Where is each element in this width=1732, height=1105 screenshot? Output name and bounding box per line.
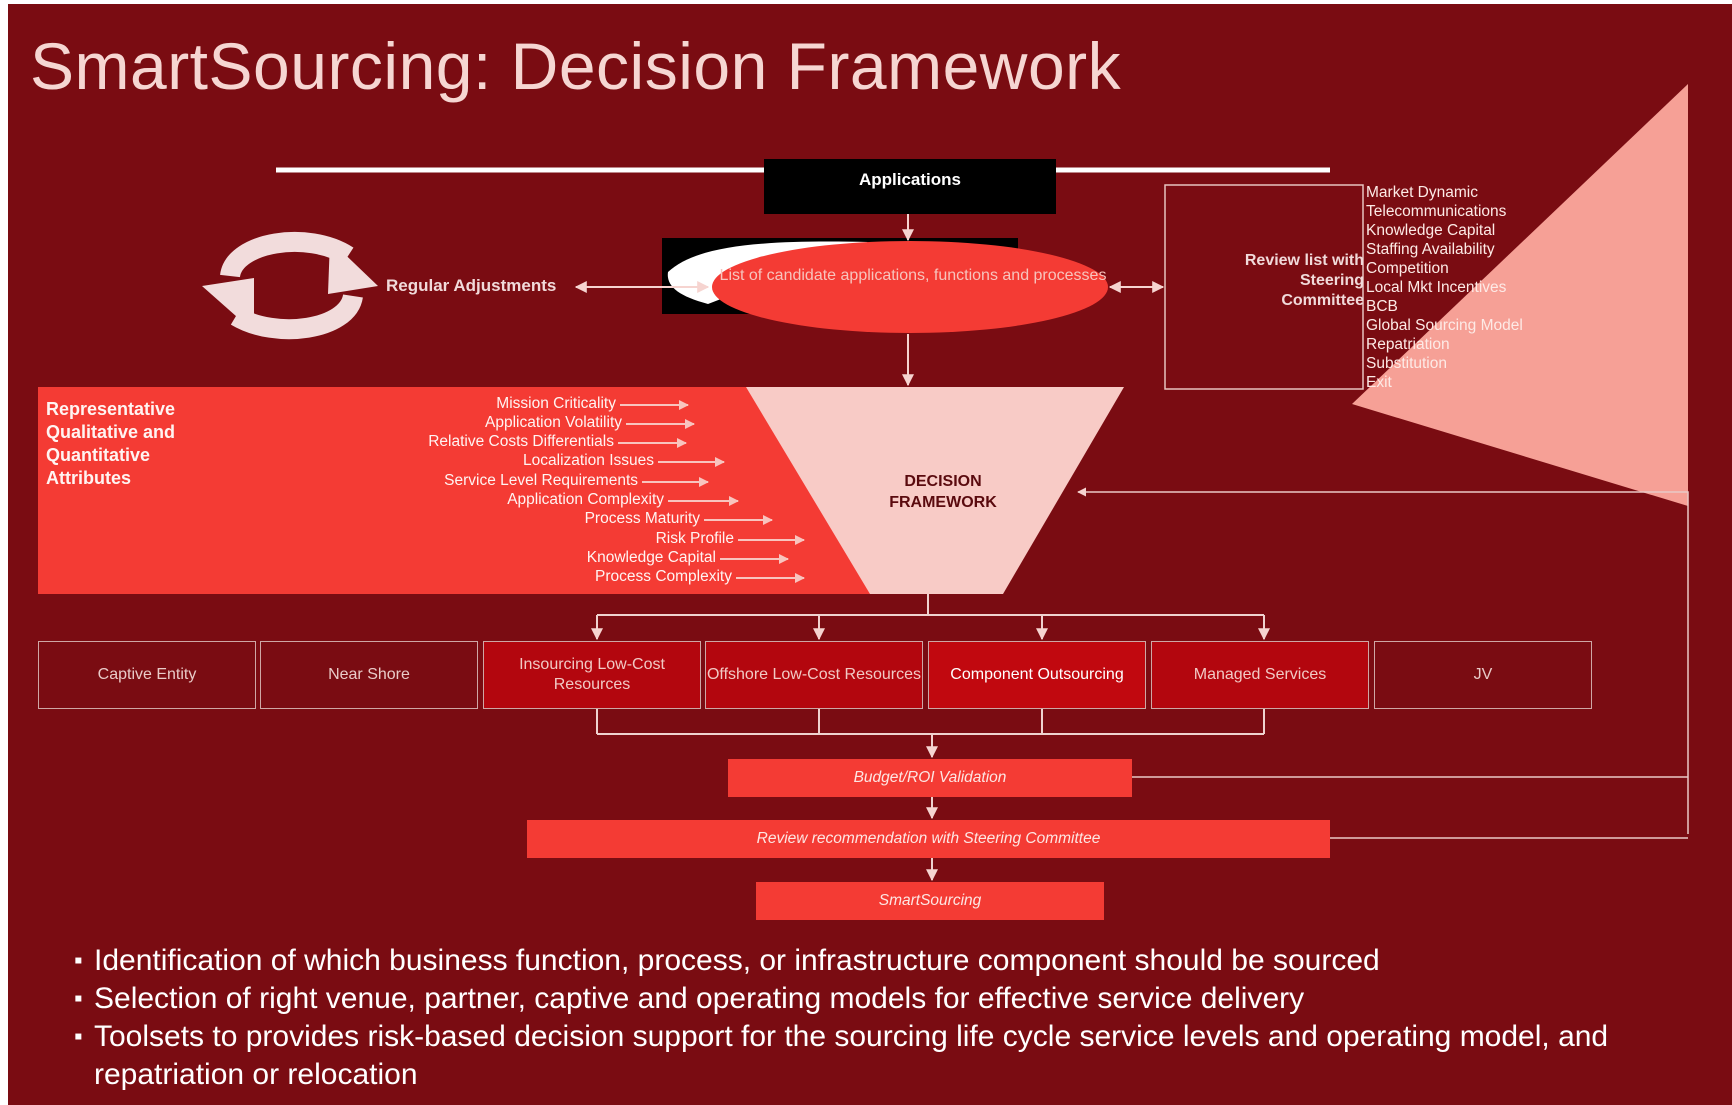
bullet-item: Toolsets to provides risk-based decision…	[74, 1018, 1674, 1094]
diagram-shapes	[38, 84, 1689, 882]
attribute-label: Localization Issues	[523, 452, 654, 469]
market-factor: Market Dynamic	[1366, 184, 1478, 201]
bullet-item: Selection of right venue, partner, capti…	[74, 980, 1674, 1018]
attribute-label: Service Level Requirements	[444, 472, 638, 489]
market-factor: Telecommunications	[1366, 203, 1507, 220]
review-list-label: Review list with Steering Committee	[1244, 252, 1364, 309]
market-factors-list: Market Dynamic Telecommunications Knowle…	[1366, 183, 1523, 392]
venue-jv: JV	[1374, 641, 1592, 709]
smartsourcing-step: SmartSourcing	[756, 882, 1104, 920]
market-factor: Knowledge Capital	[1366, 222, 1496, 239]
market-funnel	[1352, 84, 1688, 506]
attribute-label: Risk Profile	[655, 530, 734, 547]
cycle-arrows-icon	[202, 231, 378, 340]
venue-managed-services: Managed Services	[1151, 641, 1369, 709]
attribute-label: Mission Criticality	[496, 395, 616, 412]
attributes-heading: Representative Qualitative and Quantitat…	[46, 399, 176, 488]
page-title: SmartSourcing: Decision Framework	[30, 29, 1122, 103]
market-factor: Staffing Availability	[1366, 241, 1495, 258]
market-factor: Repatriation	[1366, 336, 1450, 353]
venue-captive-entity: Captive Entity	[38, 641, 256, 709]
budget-roi-step: Budget/ROI Validation	[728, 759, 1132, 797]
attribute-label: Knowledge Capital	[586, 549, 716, 566]
bullet-item: Identification of which business functio…	[74, 942, 1674, 980]
venue-offshore: Offshore Low-Cost Resources	[705, 641, 923, 709]
regular-adjustments-label: Regular Adjustments	[386, 276, 557, 295]
attribute-label: Application Volatility	[485, 414, 622, 431]
attribute-arrows	[618, 400, 805, 583]
decision-trapezoid	[746, 387, 1124, 594]
attribute-label: Process Maturity	[584, 510, 700, 527]
market-factor: BCB	[1366, 298, 1398, 315]
market-factor: Global Sourcing Model	[1366, 317, 1523, 334]
venue-component-outsourcing: Component Outsourcing	[928, 641, 1146, 709]
attribute-label: Application Complexity	[507, 491, 664, 508]
decision-framework-label: DECISION FRAMEWORK	[889, 473, 997, 511]
market-factor: Exit	[1366, 374, 1392, 391]
attribute-label: Process Complexity	[595, 568, 732, 585]
venue-insourcing: Insourcing Low-Cost Resources	[483, 641, 701, 709]
candidate-list-label: List of candidate applications, function…	[719, 267, 1107, 284]
candidate-ellipse	[712, 241, 1108, 333]
venue-near-shore: Near Shore	[260, 641, 478, 709]
market-factor: Competition	[1366, 260, 1449, 277]
applications-box: Applications	[764, 159, 1056, 214]
review-recommendation-step: Review recommendation with Steering Comm…	[527, 820, 1330, 858]
market-factor: Substitution	[1366, 355, 1447, 372]
bullet-list: Identification of which business functio…	[74, 942, 1674, 1094]
review-box	[1164, 184, 1364, 390]
slide: SmartSourcing: Decision Framework Applic…	[8, 4, 1732, 1105]
attribute-label: Relative Costs Differentials	[428, 433, 614, 450]
market-factor: Local Mkt Incentives	[1366, 279, 1507, 296]
